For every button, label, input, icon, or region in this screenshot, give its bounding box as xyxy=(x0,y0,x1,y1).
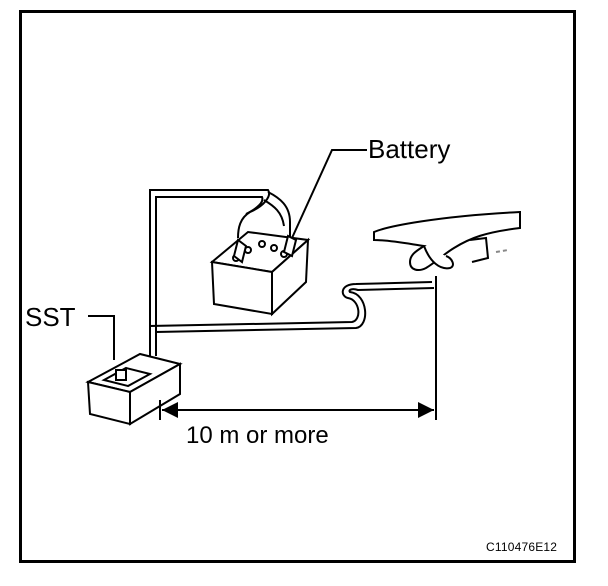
hand-icon xyxy=(373,210,521,271)
tester-box-icon xyxy=(85,352,183,426)
distance-label: 10 m or more xyxy=(186,422,329,449)
battery-cable xyxy=(149,189,291,350)
figure-id: C110476E12 xyxy=(486,540,558,554)
sst-leader-line xyxy=(88,315,115,360)
battery-label: Battery xyxy=(368,134,451,164)
battery-leader-line xyxy=(291,149,367,239)
car-battery-icon xyxy=(209,230,311,317)
figure-frame xyxy=(19,10,576,563)
remote-cable xyxy=(149,281,435,356)
sst-label: SST xyxy=(25,302,76,332)
